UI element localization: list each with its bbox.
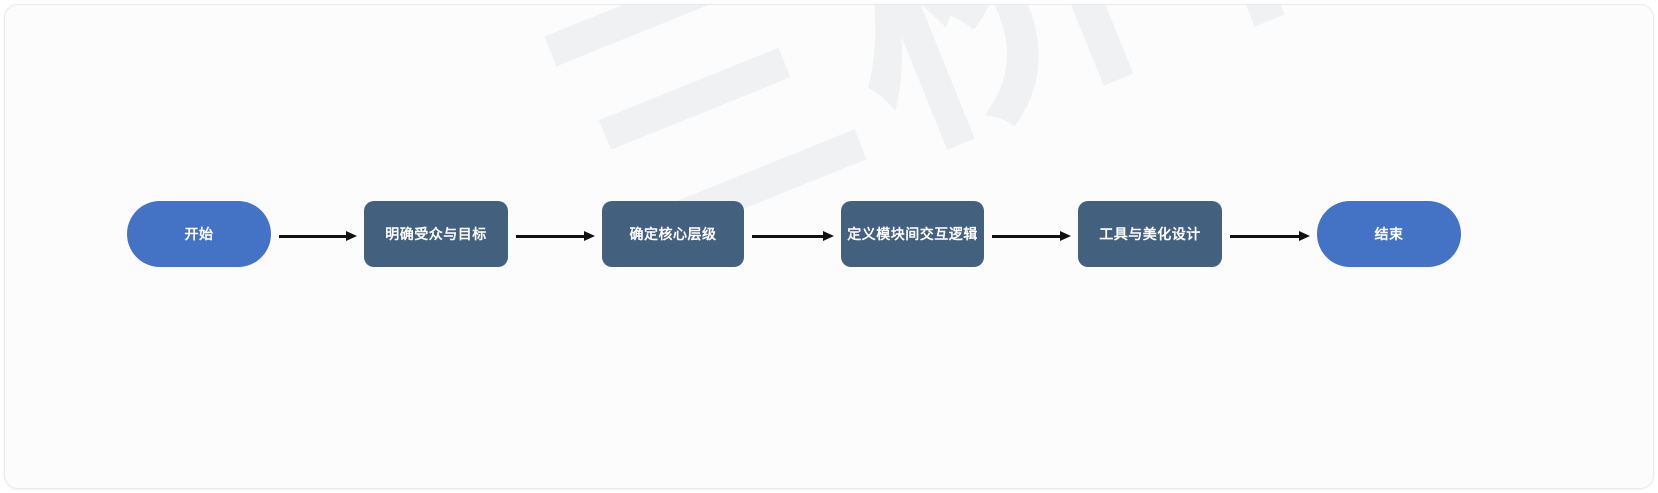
flow-node-label: 工具与美化设计 — [1099, 226, 1201, 242]
flow-node-step-4[interactable]: 工具与美化设计 — [1078, 201, 1222, 267]
flow-node-label: 明确受众与目标 — [385, 226, 487, 242]
arrow-head-icon — [346, 231, 357, 241]
arrow-shaft — [279, 234, 346, 238]
arrow-shaft — [516, 234, 584, 238]
flow-node-step-3[interactable]: 定义模块间交互逻辑 — [841, 201, 984, 267]
flow-arrow-step-4-to-end — [1230, 231, 1310, 241]
flow-arrow-step-1-to-step-2 — [516, 231, 595, 241]
arrow-head-icon — [584, 231, 595, 241]
arrow-shaft — [992, 234, 1060, 238]
arrow-head-icon — [1299, 231, 1310, 241]
flow-arrow-start-to-step-1 — [279, 231, 357, 241]
flow-node-label: 开始 — [184, 226, 214, 242]
flow-node-label: 定义模块间交互逻辑 — [847, 226, 978, 242]
flow-node-end[interactable]: 结束 — [1317, 201, 1461, 267]
arrow-head-icon — [1060, 231, 1071, 241]
flow-node-label: 确定核心层级 — [629, 226, 717, 242]
flow-node-step-2[interactable]: 确定核心层级 — [602, 201, 744, 267]
flow-arrow-step-2-to-step-3 — [752, 231, 834, 241]
arrow-head-icon — [823, 231, 834, 241]
flowchart-card: 三桥君 开始 明确受众与目标 确定核心层级 — [4, 4, 1654, 489]
flow-node-step-1[interactable]: 明确受众与目标 — [364, 201, 508, 267]
flowchart-diagram: 开始 明确受众与目标 确定核心层级 — [5, 5, 1653, 488]
arrow-shaft — [752, 234, 823, 238]
flow-arrow-step-3-to-step-4 — [992, 231, 1071, 241]
flow-node-start[interactable]: 开始 — [127, 201, 271, 267]
arrow-shaft — [1230, 234, 1299, 238]
flow-node-label: 结束 — [1374, 226, 1404, 242]
